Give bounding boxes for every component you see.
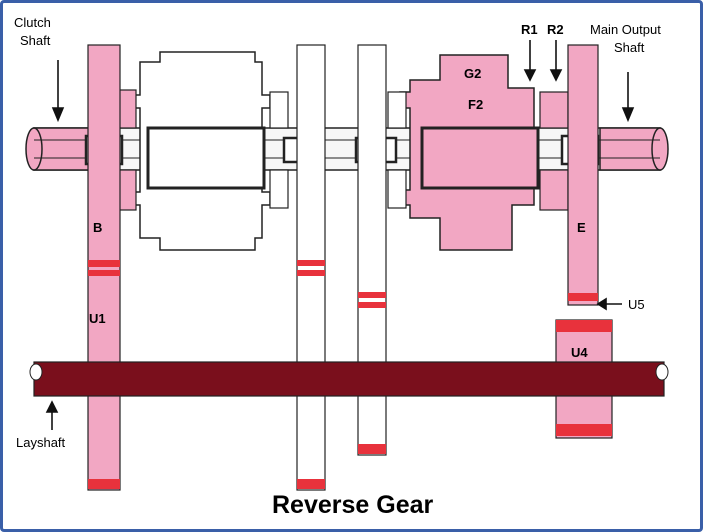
- clutch-shaft-end: [33, 127, 91, 171]
- layshaft: [29, 361, 669, 397]
- collar-right-bottom: [387, 169, 407, 209]
- arrow-layshaft-head: [45, 400, 59, 413]
- collar-mid-top: [269, 91, 289, 129]
- gear-b-u1: [87, 44, 121, 491]
- gear-mid-right-red-2: [358, 302, 386, 308]
- output-shaft-end: [599, 127, 661, 171]
- gear-mid-left-red-1: [297, 260, 325, 266]
- gear-u1-red-bottom: [88, 479, 120, 489]
- layshaft-cap-left: [29, 363, 43, 381]
- label-f2: F2: [468, 97, 483, 112]
- layshaft-cap-right: [655, 363, 669, 381]
- gear-mid-left-body: [296, 44, 326, 491]
- collar-b-top: [117, 89, 137, 129]
- label-u4: U4: [571, 345, 588, 360]
- arrow-r2-head: [549, 69, 563, 82]
- gear-b-red-1: [88, 260, 120, 267]
- gear-mid-left-red-2: [297, 270, 325, 276]
- label-u5: U5: [628, 297, 645, 312]
- label-clutch-line2: Shaft: [20, 33, 51, 48]
- synchro-collars: [117, 89, 569, 211]
- label-clutch-line1: Clutch: [14, 15, 51, 30]
- gear-mid-right-red-bottom: [358, 444, 386, 454]
- gear-b-red-2: [88, 270, 120, 276]
- main-shaft: [25, 127, 669, 171]
- arrow-clutch-shaft-head: [51, 107, 65, 123]
- collar-b-bottom: [117, 169, 137, 211]
- collar-mid-bottom: [269, 169, 289, 209]
- gear-e-body: [567, 44, 599, 306]
- arrow-u5-head: [596, 297, 607, 311]
- gear-f2-hub: [420, 126, 540, 190]
- collar-right-top: [387, 91, 407, 129]
- gear-b-column: [87, 44, 121, 491]
- gear-left-hub: [146, 126, 266, 190]
- gear-mid-left-column: [296, 44, 326, 491]
- gear-e-column: [567, 44, 599, 306]
- label-g2: G2: [464, 66, 481, 81]
- label-output-line2: Shaft: [614, 40, 645, 55]
- arrows: [45, 40, 635, 430]
- output-shaft-cap: [651, 127, 669, 171]
- layshaft-body: [33, 361, 665, 397]
- gear-left-white: [131, 51, 271, 251]
- label-u1: U1: [89, 311, 106, 326]
- gear-mid-right-red-1: [358, 292, 386, 298]
- label-layshaft: Layshaft: [16, 435, 66, 450]
- arrow-r1-head: [523, 69, 537, 82]
- diagram-title: Reverse Gear: [272, 491, 434, 519]
- clutch-shaft-cap: [25, 127, 43, 171]
- label-e: E: [577, 220, 586, 235]
- collar-e-top: [539, 91, 569, 129]
- label-b: B: [93, 220, 102, 235]
- label-output-line1: Main Output: [590, 22, 661, 37]
- gear-g2-f2: [399, 54, 540, 251]
- arrow-output-shaft-head: [621, 107, 635, 123]
- gear-u5-red: [568, 293, 598, 301]
- gear-u4-red-bottom: [556, 424, 612, 436]
- collar-e-bottom: [539, 169, 569, 211]
- main-shaft-body: [33, 127, 661, 171]
- gear-u4-red-top: [556, 320, 612, 332]
- gear-mid-left-red-bottom: [297, 479, 325, 489]
- label-r1: R1: [521, 22, 538, 37]
- label-r2: R2: [547, 22, 564, 37]
